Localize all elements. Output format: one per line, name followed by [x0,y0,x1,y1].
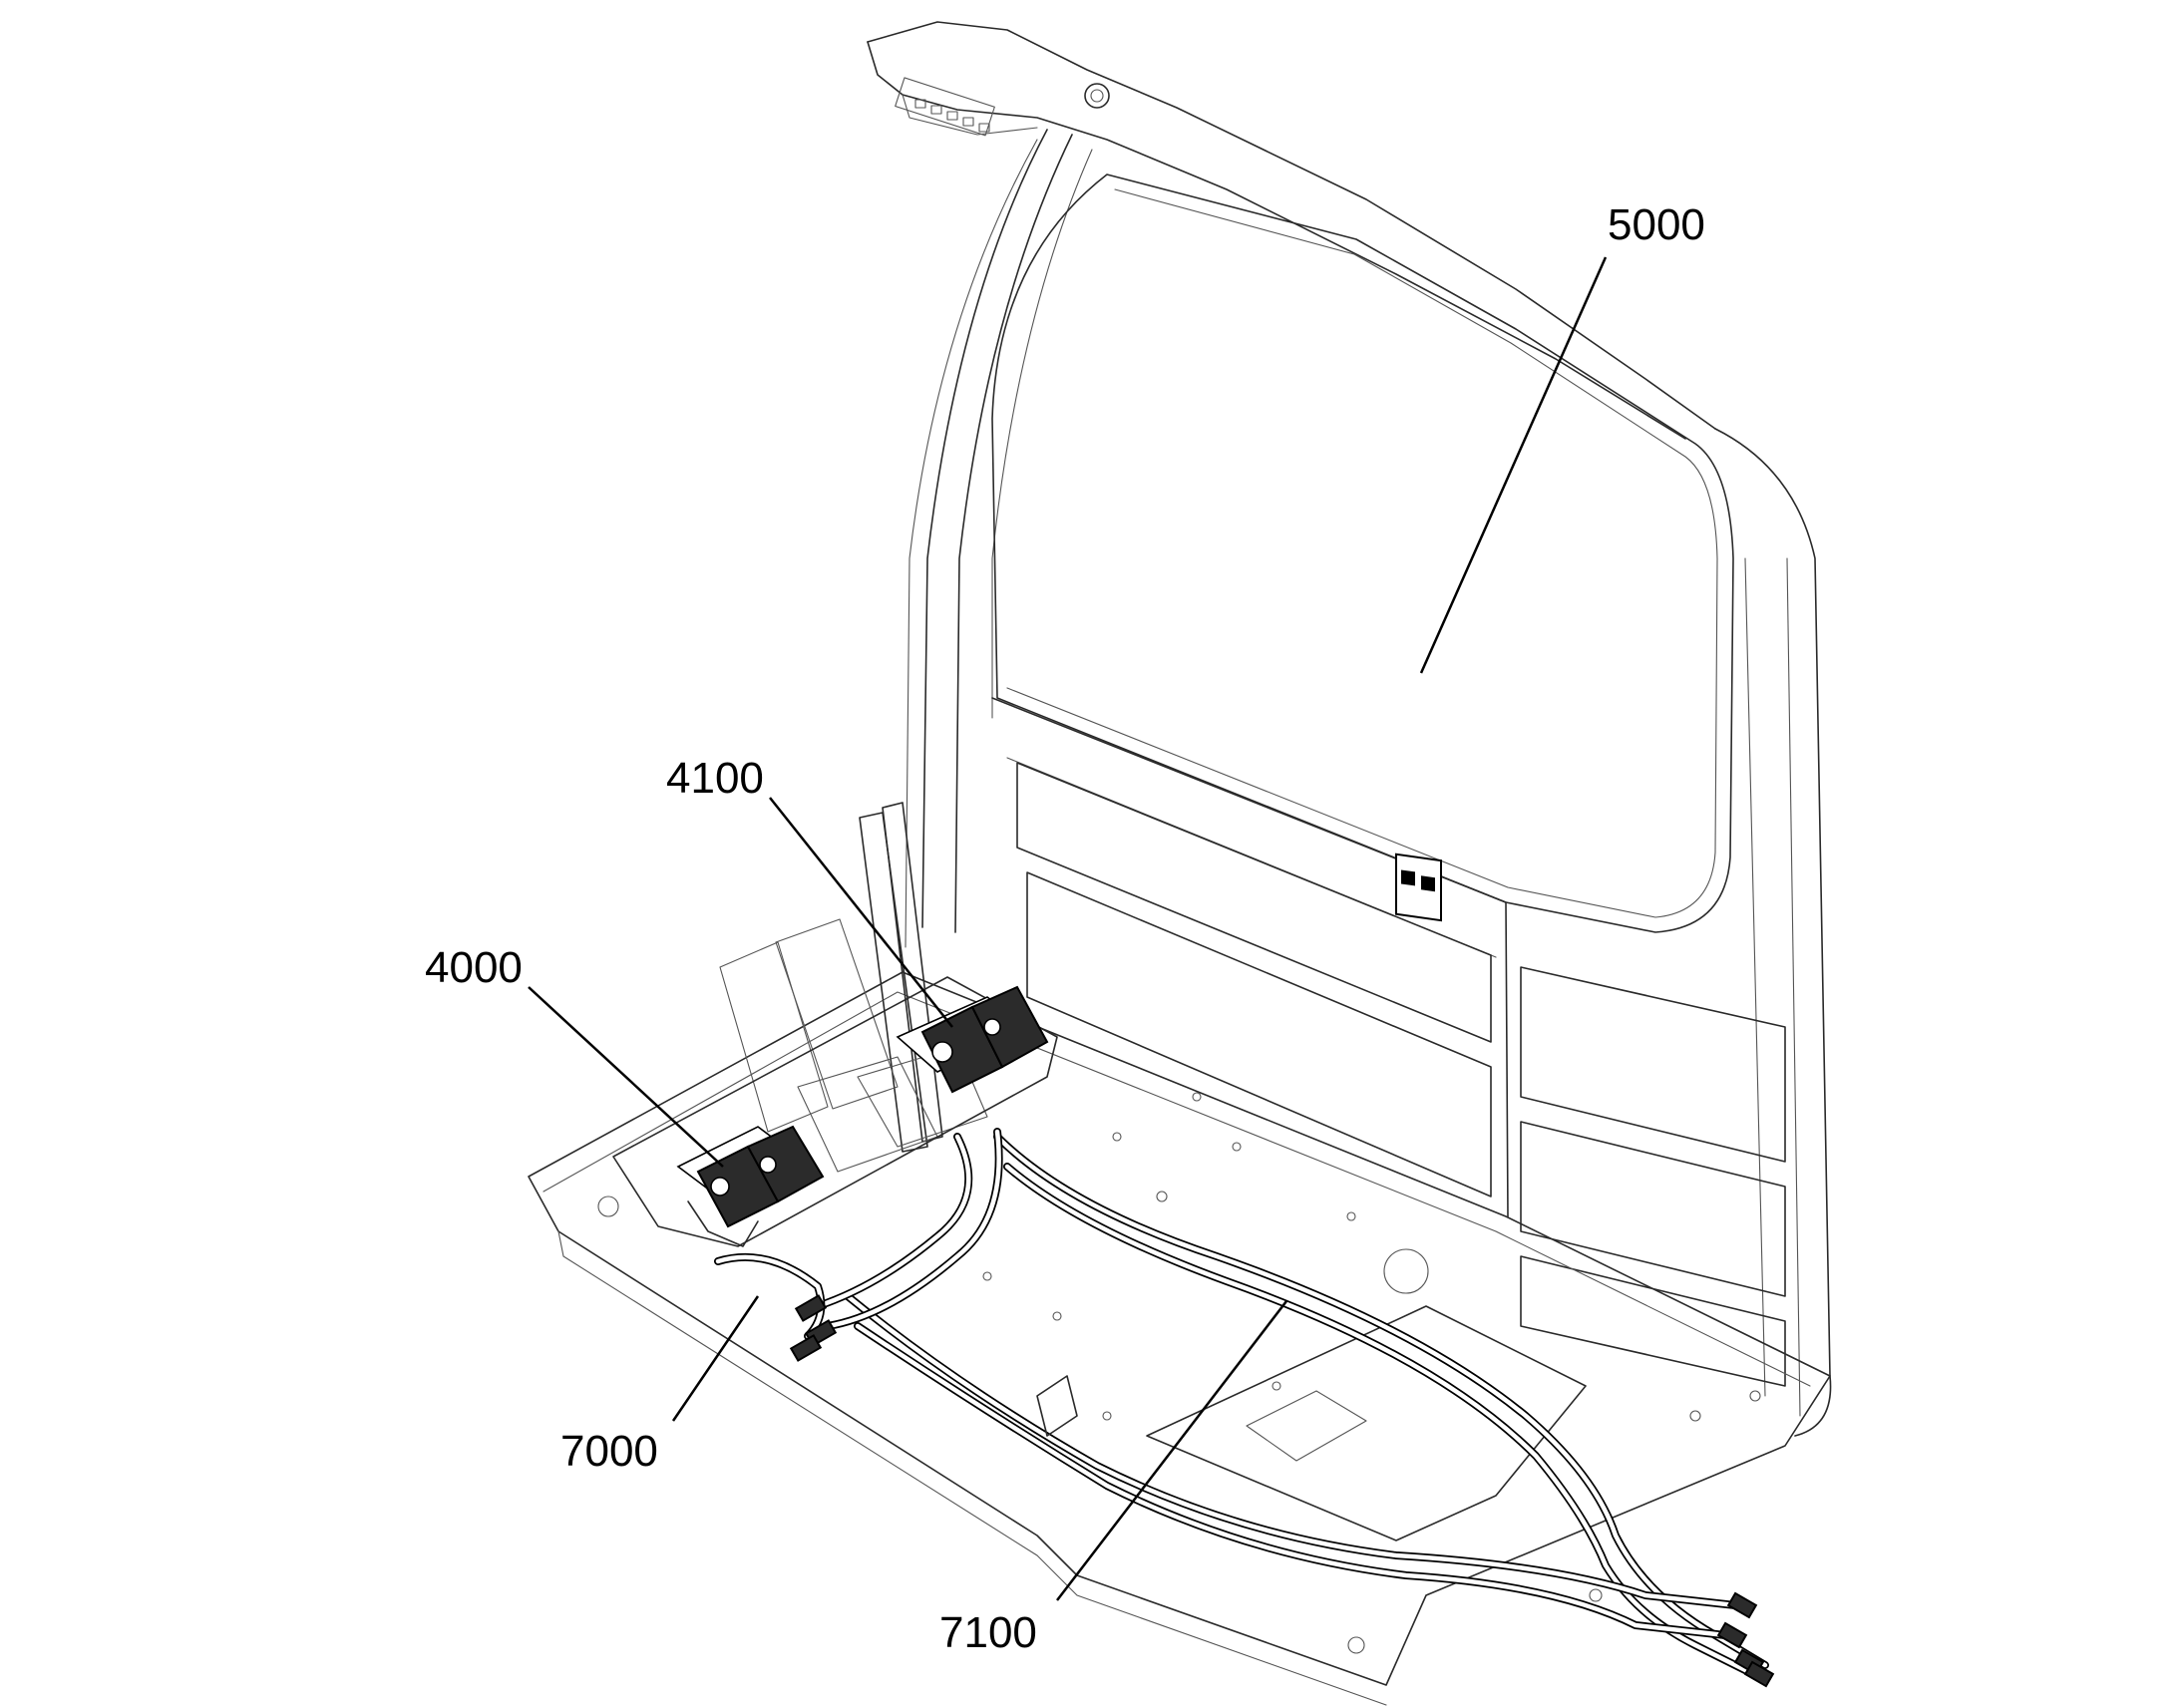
leader-4100 [769,797,953,1028]
hose-fittings [789,1294,1775,1688]
leader-4000 [528,986,724,1168]
pilot-pedal-4000 [676,1125,825,1247]
hydraulic-hoses [714,1128,1775,1688]
floor-plate [528,971,1831,1706]
floor-holes [597,1092,1761,1654]
pedal-base-plate [612,976,1058,1247]
leader-lines [528,256,1608,1601]
decal-5000 [1395,853,1442,922]
hose-7000-bundle [714,1128,1003,1340]
pilot-pedal-4100 [896,985,1049,1094]
callout-5000: 5000 [1608,200,1705,249]
travel-pedals [719,802,988,1173]
cab-frame [867,21,1832,1437]
rear-panels [1016,762,1786,1387]
leader-7100 [1056,1300,1287,1601]
leader-7000 [671,1295,760,1422]
hose-clamp [1036,1375,1078,1437]
callout-4100: 4100 [666,754,764,803]
hose-7100-bundle [844,1133,1769,1679]
roof-vents [914,99,990,133]
leader-5000 [1419,256,1608,674]
callout-7000: 7000 [560,1427,658,1476]
callout-7100: 7100 [939,1608,1037,1657]
callout-labels: 5000 4100 4000 7000 7100 [425,200,1705,1657]
callout-4000: 4000 [425,943,523,992]
